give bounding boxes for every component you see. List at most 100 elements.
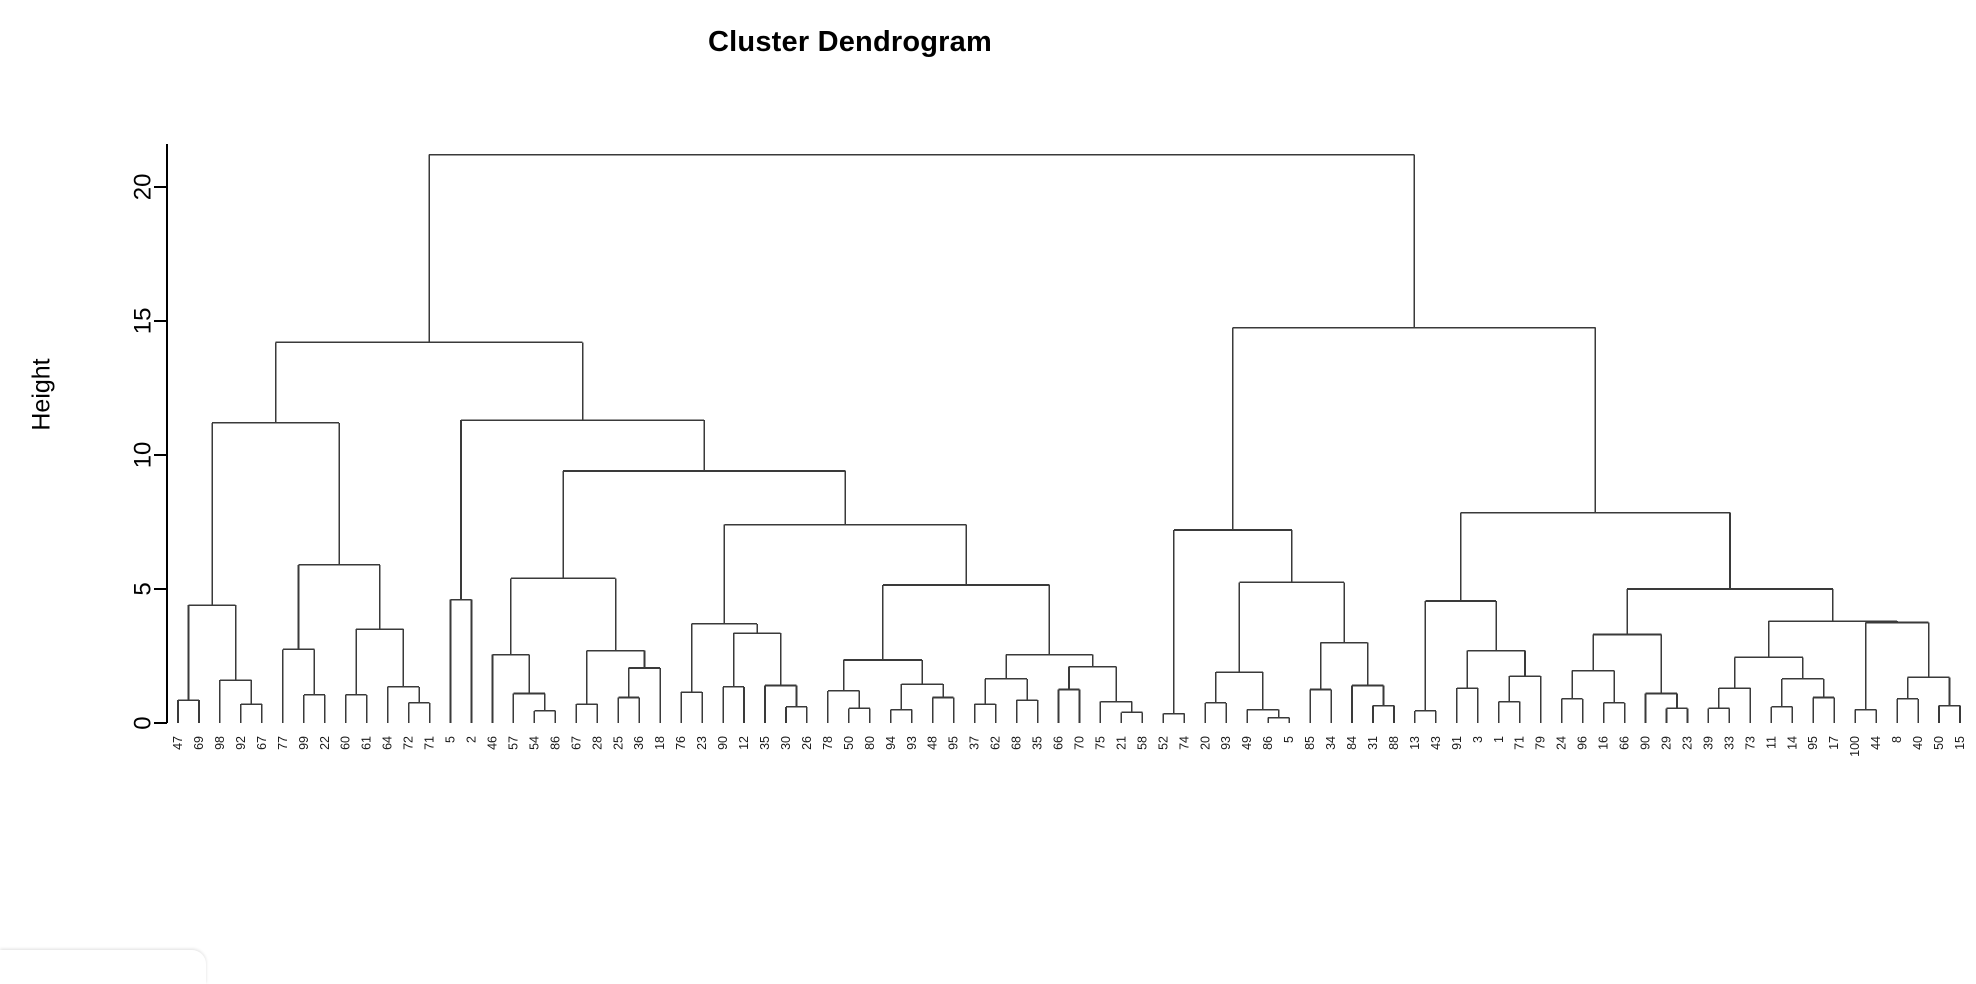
dendrogram-link xyxy=(617,696,641,723)
leaf-label: 29 xyxy=(1659,736,1673,750)
leaf-label: 23 xyxy=(1680,736,1694,750)
dendrogram-link xyxy=(627,667,661,723)
leaf-label: 96 xyxy=(1576,736,1590,750)
dendrogram-link xyxy=(1246,708,1280,723)
dendrogram-link xyxy=(386,686,420,723)
leaf-label: 75 xyxy=(1093,736,1107,750)
leaf-label: 36 xyxy=(632,736,646,750)
leaf-label: 13 xyxy=(1408,736,1422,750)
leaf-label: 39 xyxy=(1701,736,1715,750)
leaf-label: 80 xyxy=(863,736,877,750)
leaf-label: 100 xyxy=(1848,736,1862,757)
dendrogram-link xyxy=(1238,581,1345,673)
leaf-label: 66 xyxy=(1052,736,1066,750)
scroll-corner-overlay xyxy=(0,950,206,984)
leaf-label: 88 xyxy=(1387,736,1401,750)
dendrogram-link xyxy=(1459,511,1731,602)
dendrogram-link xyxy=(1424,600,1497,711)
dendrogram-link xyxy=(827,690,861,723)
dendrogram-link xyxy=(984,677,1028,705)
leaf-label: 67 xyxy=(569,736,583,750)
dendrogram-link xyxy=(890,708,913,723)
dendrogram-link xyxy=(187,604,237,701)
y-axis-tick-label: 5 xyxy=(130,582,157,595)
leaf-label: 50 xyxy=(842,736,856,750)
leaf-label: 22 xyxy=(318,736,332,750)
leaf-label: 8 xyxy=(1890,736,1904,743)
dendrogram-link xyxy=(1592,633,1663,694)
dendrogram-link xyxy=(1906,676,1951,706)
y-axis-tick-label: 0 xyxy=(130,716,157,729)
leaf-label: 21 xyxy=(1114,736,1128,750)
dendrogram-link xyxy=(177,699,200,723)
leaf-label: 40 xyxy=(1911,736,1925,750)
dendrogram-link xyxy=(1767,620,1898,658)
dendrogram-link xyxy=(973,703,997,723)
leaf-label: 12 xyxy=(737,736,751,750)
leaf-label: 67 xyxy=(255,736,269,750)
dendrogram-link xyxy=(1319,641,1369,690)
leaf-label: 61 xyxy=(360,736,374,750)
leaf-label: 5 xyxy=(1282,736,1296,743)
dendrogram-link xyxy=(1560,698,1584,723)
leaf-label: 31 xyxy=(1366,736,1380,750)
leaf-label: 20 xyxy=(1198,736,1212,750)
leaf-label: 91 xyxy=(1450,736,1464,750)
leaf-label: 98 xyxy=(213,736,227,750)
leaf-label: 15 xyxy=(1953,736,1967,750)
leaf-label: 79 xyxy=(1534,736,1548,750)
leaf-label: 33 xyxy=(1722,736,1736,750)
dendrogram-link xyxy=(723,523,967,624)
leaf-label: 90 xyxy=(716,736,730,750)
leaf-label: 50 xyxy=(1932,736,1946,750)
leaf-label: 62 xyxy=(989,736,1003,750)
dendrogram-link xyxy=(1466,649,1526,689)
dendrogram-link xyxy=(1707,707,1731,723)
dendrogram-link xyxy=(407,702,431,723)
y-axis-tick-label: 10 xyxy=(130,442,157,469)
leaf-label: 71 xyxy=(1513,736,1527,750)
leaf-label: 72 xyxy=(402,736,416,750)
dendrogram-link xyxy=(1781,677,1825,707)
y-axis-tick-label: 20 xyxy=(130,174,157,201)
leaf-label: 35 xyxy=(758,736,772,750)
leaf-label: 58 xyxy=(1135,736,1149,750)
leaf-label: 16 xyxy=(1597,736,1611,750)
leaf-label: 37 xyxy=(968,736,982,750)
dendrogram-link xyxy=(1099,700,1133,723)
dendrogram-link xyxy=(732,632,782,687)
leaf-label: 64 xyxy=(381,736,395,750)
leaf-label: 3 xyxy=(1471,736,1485,743)
dendrogram-link xyxy=(931,696,955,723)
leaf-label: 46 xyxy=(485,736,499,750)
dendrogram-link xyxy=(1644,692,1678,723)
leaf-label: 2 xyxy=(465,736,479,743)
leaf-label: 1 xyxy=(1492,736,1506,743)
leaf-label: 48 xyxy=(926,736,940,750)
leaf-label: 86 xyxy=(1261,736,1275,750)
dendrogram-links xyxy=(177,153,1961,723)
dendrogram-link xyxy=(1733,656,1804,689)
dendrogram-link xyxy=(785,706,808,723)
dendrogram-link xyxy=(1173,529,1293,714)
leaf-label: 44 xyxy=(1869,736,1883,750)
leaf-label: 18 xyxy=(653,736,667,750)
leaf-label: 99 xyxy=(297,736,311,750)
dendrogram-link xyxy=(1214,671,1264,710)
dendrogram-link xyxy=(1204,702,1228,723)
dendrogram-link xyxy=(1372,704,1395,723)
dendrogram-link xyxy=(586,649,646,705)
dendrogram-link xyxy=(1864,621,1930,710)
dendrogram-link xyxy=(1812,696,1836,723)
leaf-label: 68 xyxy=(1010,736,1024,750)
dendrogram-link xyxy=(344,694,368,723)
dendrogram-link xyxy=(1068,665,1117,702)
dendrogram-link xyxy=(1057,688,1081,723)
leaf-label: 76 xyxy=(674,736,688,750)
leaf-label: 94 xyxy=(884,736,898,750)
leaf-label: 14 xyxy=(1785,736,1799,750)
dendrogram-link xyxy=(842,659,924,691)
leaf-label: 77 xyxy=(276,736,290,750)
